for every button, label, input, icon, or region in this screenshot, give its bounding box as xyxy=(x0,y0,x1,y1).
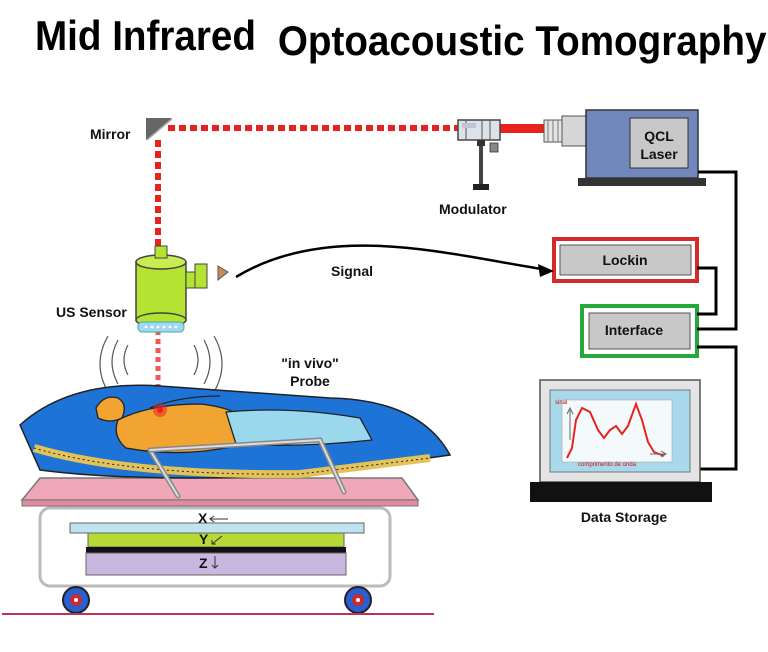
sound-waves-icon xyxy=(99,335,223,393)
axis-x-label: X xyxy=(198,510,208,526)
stage-plate-x xyxy=(69,522,365,534)
blanket-fringe xyxy=(32,444,431,479)
interface-box: Interface xyxy=(580,304,699,358)
screen-plot-line xyxy=(566,401,665,459)
screen-plot-ylabel: sinal xyxy=(555,400,567,406)
us-sensor-label: US Sensor xyxy=(56,304,127,320)
modulator-label: Modulator xyxy=(439,201,507,217)
connector-plug-icon xyxy=(217,265,229,282)
wire-interface-storage xyxy=(697,345,738,471)
screen-plot-xlabel: comprimento de onda xyxy=(578,462,637,468)
wire-lockin-interface xyxy=(697,266,718,316)
stage-plate-y xyxy=(87,532,345,548)
qcl-base xyxy=(578,178,706,186)
plot-x-arrow-icon xyxy=(650,450,667,458)
qcl-label-line2: Laser xyxy=(640,146,678,162)
data-storage-label: Data Storage xyxy=(581,509,668,525)
modulator xyxy=(457,119,501,190)
axis-z-label: Z xyxy=(199,555,208,571)
stage-plate-z xyxy=(85,552,347,576)
in-vivo-label-line1: "in vivo" xyxy=(281,355,339,371)
signal-label: Signal xyxy=(331,263,373,279)
wire-qcl-interface xyxy=(697,170,738,331)
lockin-box: Lockin xyxy=(552,237,699,283)
title-part1: Mid Infrared xyxy=(35,11,256,59)
xyz-stage: X Y Z xyxy=(2,506,434,615)
us-sensor-body xyxy=(135,261,187,321)
modulator-base xyxy=(473,184,489,190)
mirror-label: Mirror xyxy=(90,126,131,142)
platform-top xyxy=(20,477,420,501)
lockin-label: Lockin xyxy=(602,252,647,268)
axis-x-arrow-icon xyxy=(209,515,228,523)
axis-z-arrow-icon xyxy=(211,556,219,569)
probe-bed xyxy=(19,384,452,507)
interface-label: Interface xyxy=(605,322,664,338)
axis-y-arrow-icon xyxy=(211,535,223,545)
axis-y-label: Y xyxy=(199,531,209,547)
us-sensor xyxy=(135,245,229,333)
title-part2: Optoacoustic Tomography xyxy=(278,16,767,64)
data-storage-monitor: sinal comprimento de onda xyxy=(530,379,712,502)
signal-arrow xyxy=(235,244,554,279)
patient-head xyxy=(95,396,125,422)
qcl-label-line1: QCL xyxy=(644,128,674,144)
us-sensor-head xyxy=(137,321,185,333)
modulator-post xyxy=(479,146,483,186)
qcl-label-panel xyxy=(629,117,689,169)
laser-beam-solid xyxy=(498,124,544,133)
connection-wires xyxy=(697,170,738,471)
us-sensor-connector xyxy=(194,263,208,289)
laser-beam xyxy=(155,124,544,395)
monitor-base xyxy=(530,482,712,502)
mirror xyxy=(146,118,172,140)
signal-arrowhead-icon xyxy=(538,264,554,277)
qcl-laser: QCL Laser xyxy=(543,109,706,186)
plot-y-arrow-icon xyxy=(566,406,574,440)
in-vivo-label-line2: Probe xyxy=(290,373,330,389)
